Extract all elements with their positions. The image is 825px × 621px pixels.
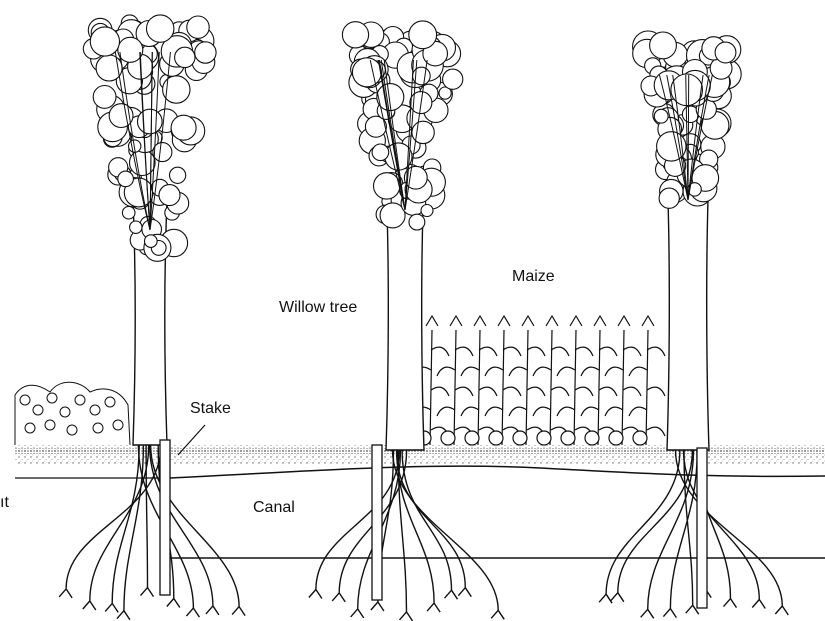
tree-trunk	[667, 170, 709, 450]
maize-plant	[629, 316, 665, 445]
stake-1	[160, 440, 170, 595]
maize-plant	[557, 316, 593, 445]
left-bushes	[15, 382, 130, 445]
maize-label: Maize	[512, 268, 555, 286]
stake-3	[697, 448, 707, 608]
cut-off-label: ıt	[0, 494, 9, 512]
maize-plant	[581, 316, 617, 445]
willow-tree-label: Willow tree	[279, 299, 357, 317]
stake-label: Stake	[190, 400, 231, 418]
stake-2	[372, 445, 382, 600]
maize-plant	[461, 316, 497, 445]
maize-plant	[485, 316, 521, 445]
maize-field	[413, 316, 665, 445]
canal-label: Canal	[253, 499, 295, 517]
maize-plant	[605, 316, 641, 445]
maize-plant	[509, 316, 545, 445]
maize-plant	[437, 316, 473, 445]
maize-plant	[533, 316, 569, 445]
